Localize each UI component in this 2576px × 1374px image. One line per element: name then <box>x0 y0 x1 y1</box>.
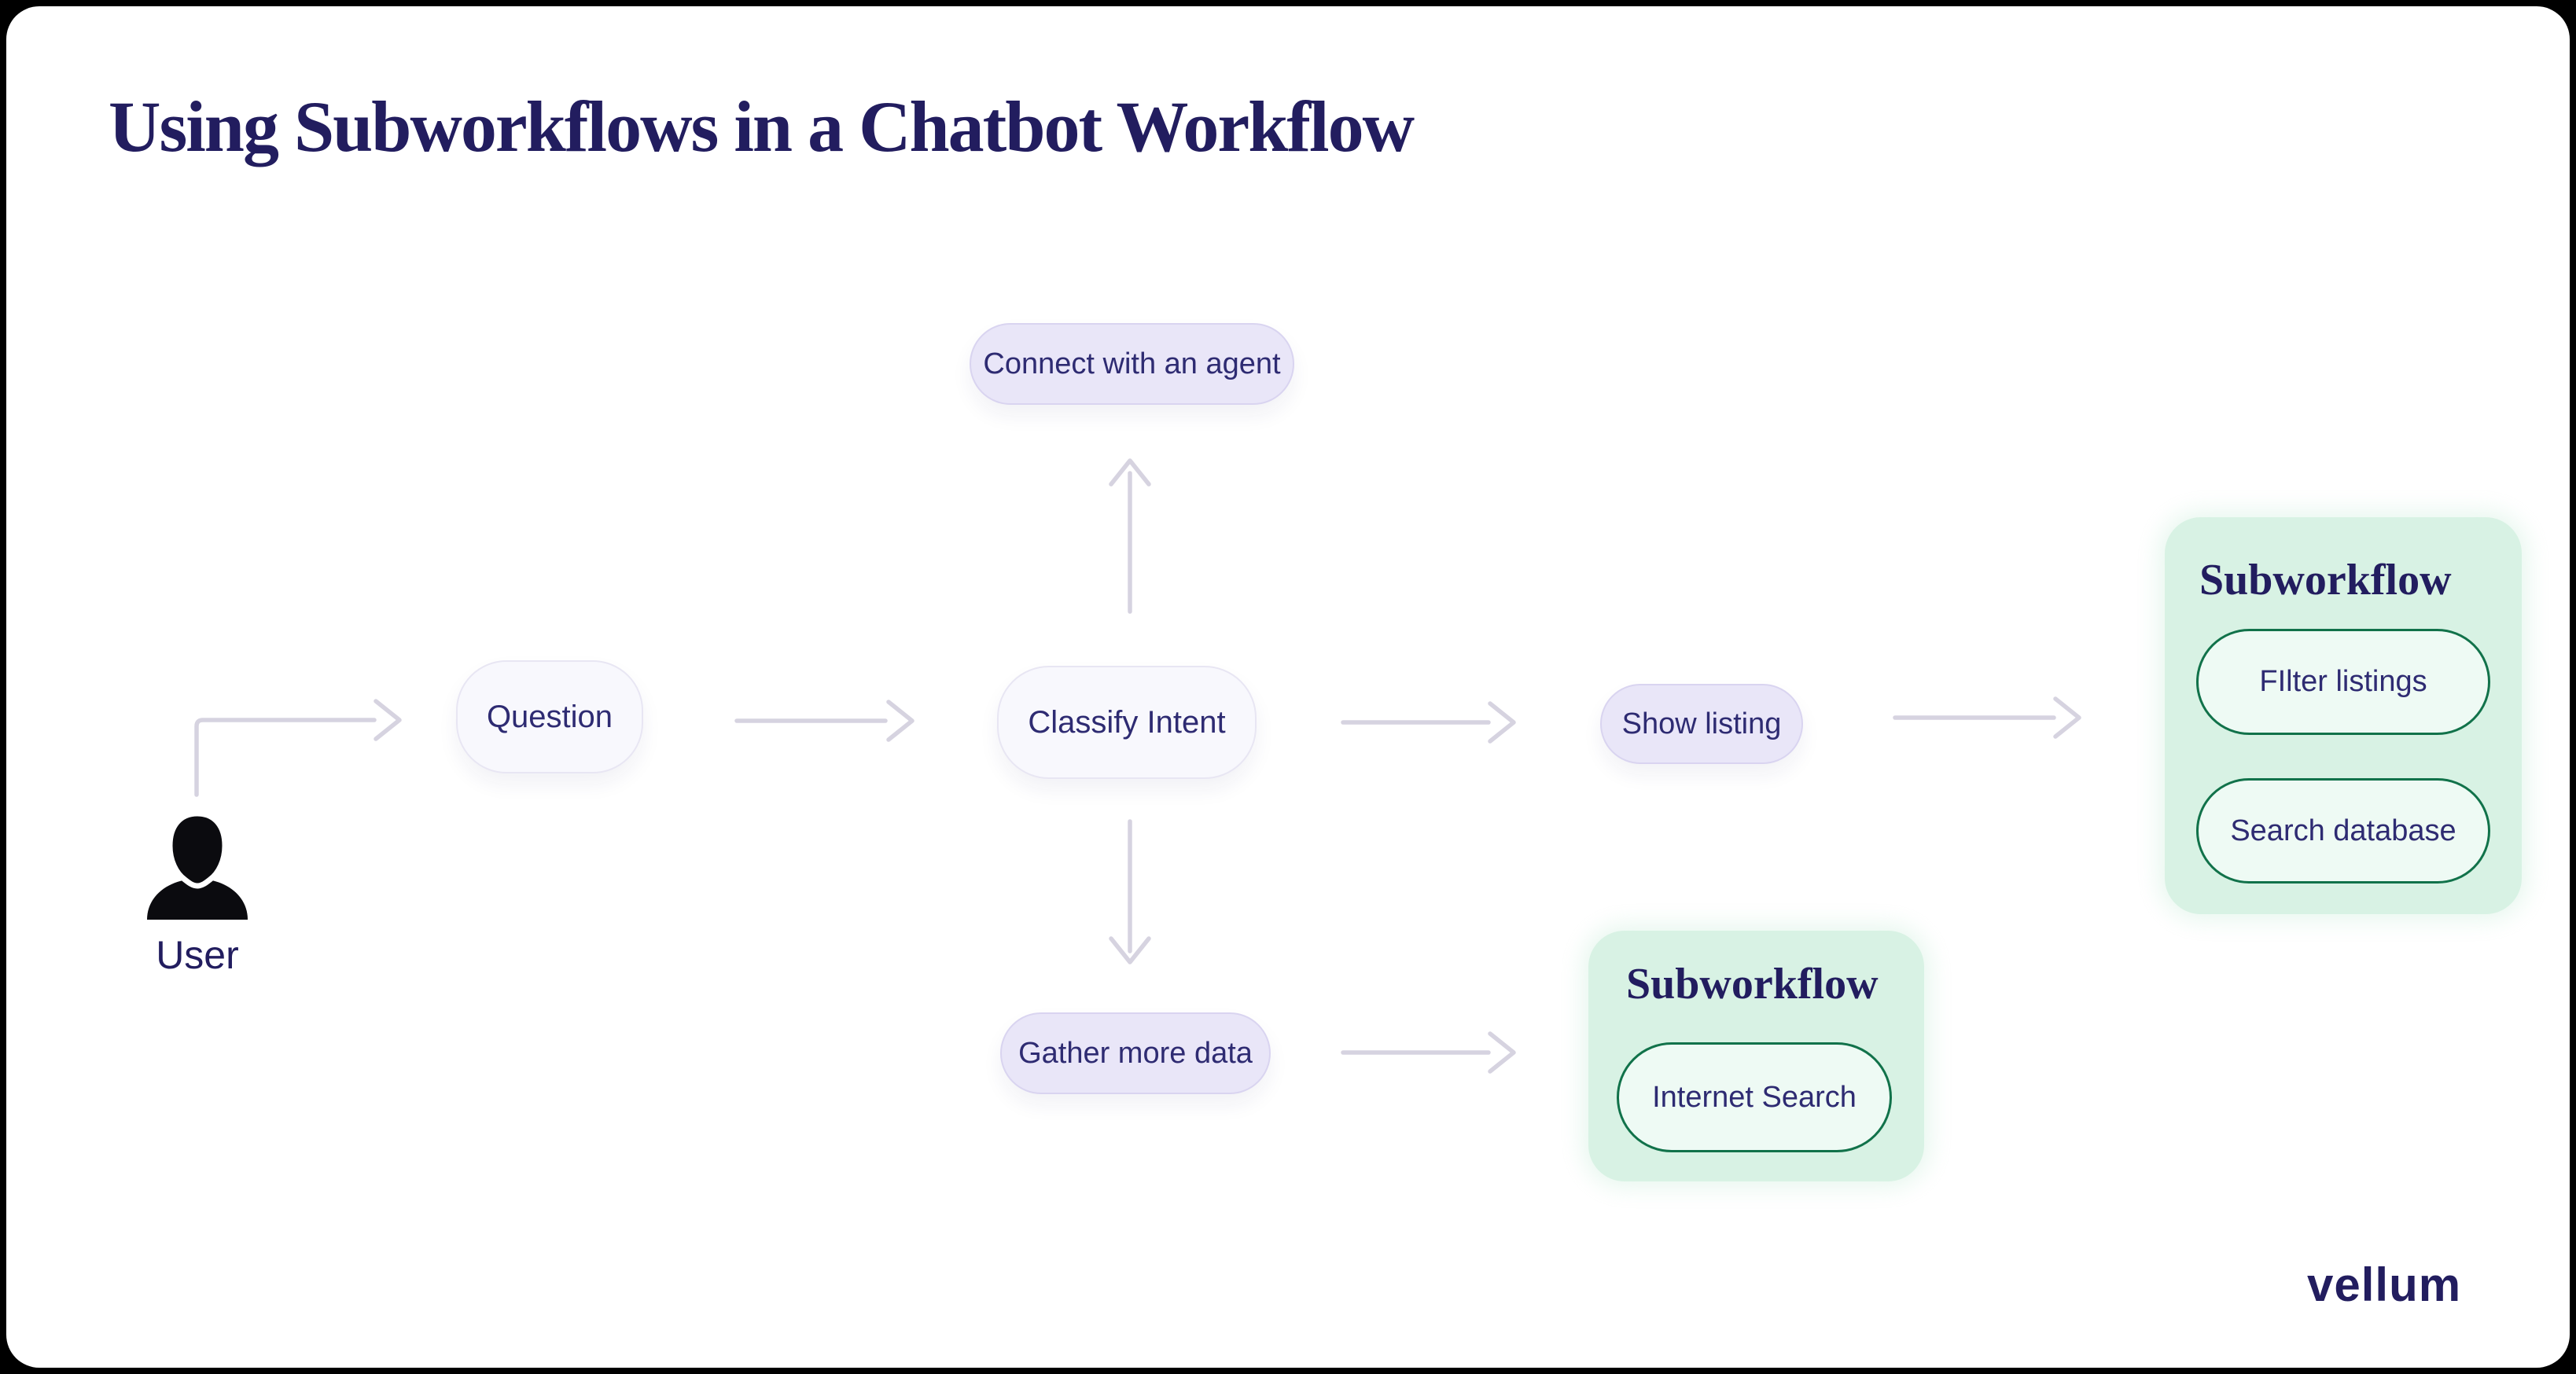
arrow-question-to-classify <box>734 700 914 742</box>
node-gather-more-data: Gather more data <box>1000 1012 1271 1094</box>
node-question: Question <box>456 660 643 773</box>
arrow-classify-to-connect <box>1109 458 1151 614</box>
user-label: User <box>156 933 239 977</box>
page-title: Using Subworkflows in a Chatbot Workflow <box>109 86 1415 167</box>
arrow-classify-to-gather <box>1109 819 1151 964</box>
arrow-show-listing-to-subworkflow <box>1893 696 2081 739</box>
node-label: Question <box>486 699 613 734</box>
subworkflow-title: Subworkflow <box>2199 556 2452 604</box>
user-figure: User <box>131 808 264 978</box>
person-silhouette-icon <box>147 810 248 920</box>
node-label: Gather more data <box>1018 1036 1253 1070</box>
node-show-listing: Show listing <box>1600 684 1803 764</box>
step-label: Search database <box>2230 814 2456 847</box>
node-label: Classify Intent <box>1028 704 1226 740</box>
subworkflow-panel-listings: Subworkflow FIlter listings Search datab… <box>2165 517 2522 914</box>
subworkflow-panel-internet: Subworkflow Internet Search <box>1588 931 1924 1181</box>
arrow-user-to-question <box>194 699 402 797</box>
node-classify-intent: Classify Intent <box>997 666 1257 779</box>
infographic-card: Using Subworkflows in a Chatbot Workflow… <box>6 6 2570 1368</box>
node-label: Show listing <box>1621 707 1782 740</box>
step-internet-search: Internet Search <box>1617 1042 1892 1152</box>
step-label: FIlter listings <box>2259 665 2427 698</box>
vellum-logo: vellum <box>2307 1258 2462 1311</box>
step-label: Internet Search <box>1652 1080 1857 1114</box>
step-search-database: Search database <box>2196 778 2490 884</box>
arrow-classify-to-show-listing <box>1341 701 1516 744</box>
step-filter-listings: FIlter listings <box>2196 629 2490 735</box>
arrow-gather-to-subworkflow <box>1341 1031 1516 1074</box>
node-label: Connect with an agent <box>983 347 1281 380</box>
subworkflow-title: Subworkflow <box>1626 960 1879 1008</box>
node-connect-with-agent: Connect with an agent <box>970 323 1294 405</box>
